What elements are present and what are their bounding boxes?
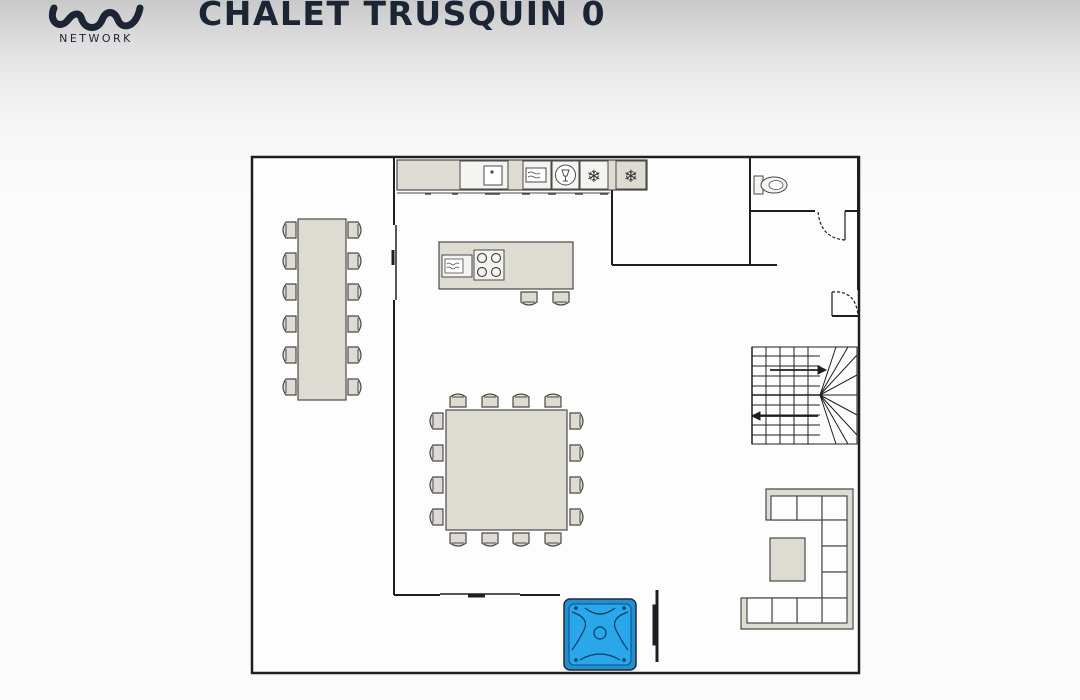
sectional-sofa (740, 488, 854, 630)
freezer-icon: ❄ (579, 160, 609, 190)
wine-cooler-icon (551, 160, 580, 190)
coffee-table (769, 537, 806, 582)
freezer-icon: ❄ (615, 160, 647, 190)
hot-tub-icon (563, 598, 637, 671)
stairs-icon (750, 346, 858, 445)
sliding-doors (391, 225, 659, 662)
toilet-icon (753, 175, 788, 195)
square-dining-table (429, 393, 584, 547)
kitchen-island (438, 241, 574, 306)
microwave-icon (441, 254, 473, 278)
hob-icon (473, 249, 505, 281)
svg-text:❄: ❄ (587, 167, 601, 187)
kitchen-counter: ❄ ❄ (396, 159, 648, 195)
sink-icon (459, 160, 509, 190)
logo-text: NETWORK (59, 32, 133, 45)
microwave-icon (522, 160, 552, 190)
door-icon (817, 210, 859, 317)
svg-text:❄: ❄ (624, 167, 638, 187)
interior-walls (393, 157, 859, 596)
long-dining-table (282, 218, 362, 401)
network-logo-icon (49, 4, 144, 31)
page-title: CHALET TRUSQUIN 0 (198, 0, 607, 33)
